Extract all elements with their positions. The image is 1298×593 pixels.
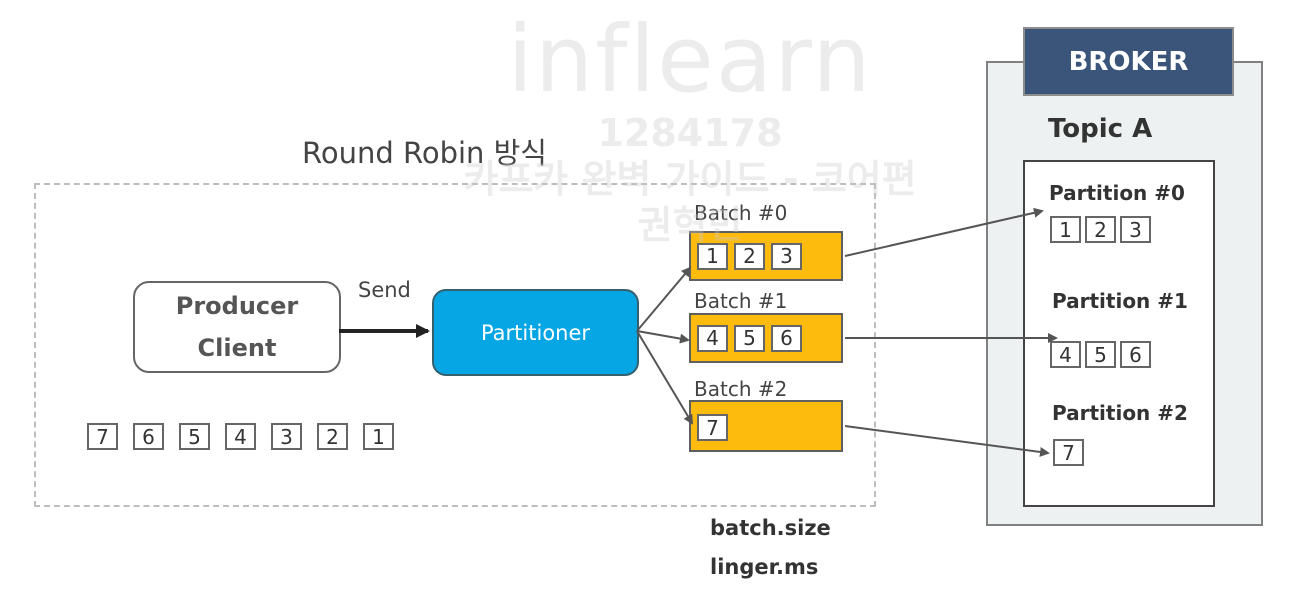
producer-settings: batch.size linger.ms: [710, 509, 831, 587]
queue-record: 6: [133, 423, 164, 450]
partitioner-box: Partitioner: [432, 289, 639, 376]
batch-record: 1: [697, 242, 728, 270]
batch-record: 7: [697, 414, 728, 441]
partition-record: 2: [1085, 216, 1116, 243]
queue-record: 7: [87, 423, 118, 450]
batch-record: 2: [734, 242, 765, 270]
producer-boundary: [34, 183, 876, 507]
producer-record-queue: 7 6 5 4 3 2 1: [87, 423, 394, 450]
partition-record: 6: [1120, 341, 1151, 368]
broker-title: BROKER: [1023, 27, 1234, 96]
partition-record: 1: [1050, 216, 1081, 243]
batch-0-box: 1 2 3: [689, 231, 843, 281]
batch-record: 3: [771, 242, 802, 270]
batch-1-label: Batch #1: [694, 289, 788, 313]
batch-record: 4: [697, 324, 728, 352]
partition-0-records: 1 2 3: [1050, 216, 1155, 243]
batch-2-label: Batch #2: [694, 377, 788, 401]
partition-record: 7: [1053, 439, 1084, 466]
partition-1-records: 4 5 6: [1050, 341, 1155, 368]
batch-record: 6: [771, 324, 802, 352]
diagram-title: Round Robin 방식: [302, 136, 547, 170]
queue-record: 2: [317, 423, 348, 450]
partition-record: 4: [1050, 341, 1081, 368]
batch-0-label: Batch #0: [694, 201, 788, 225]
queue-record: 3: [271, 423, 302, 450]
batch-1-box: 4 5 6: [689, 313, 843, 363]
send-label: Send: [358, 278, 411, 302]
producer-client-box: Producer Client: [133, 281, 341, 373]
queue-record: 4: [225, 423, 256, 450]
watermark-logo: inflearn: [507, 6, 873, 113]
partition-2-label: Partition #2: [1052, 401, 1188, 425]
partition-1-label: Partition #1: [1052, 289, 1188, 313]
batch-2-box: 7: [689, 400, 843, 452]
partition-0-label: Partition #0: [1049, 181, 1185, 205]
topic-label: Topic A: [1048, 114, 1153, 144]
partition-record: 5: [1085, 341, 1116, 368]
partition-2-records: 7: [1053, 439, 1088, 466]
setting-linger-ms: linger.ms: [710, 555, 819, 579]
queue-record: 5: [179, 423, 210, 450]
setting-batch-size: batch.size: [710, 516, 831, 540]
queue-record: 1: [363, 423, 394, 450]
partition-record: 3: [1120, 216, 1151, 243]
batch-record: 5: [734, 324, 765, 352]
topic-box: [1023, 160, 1215, 507]
